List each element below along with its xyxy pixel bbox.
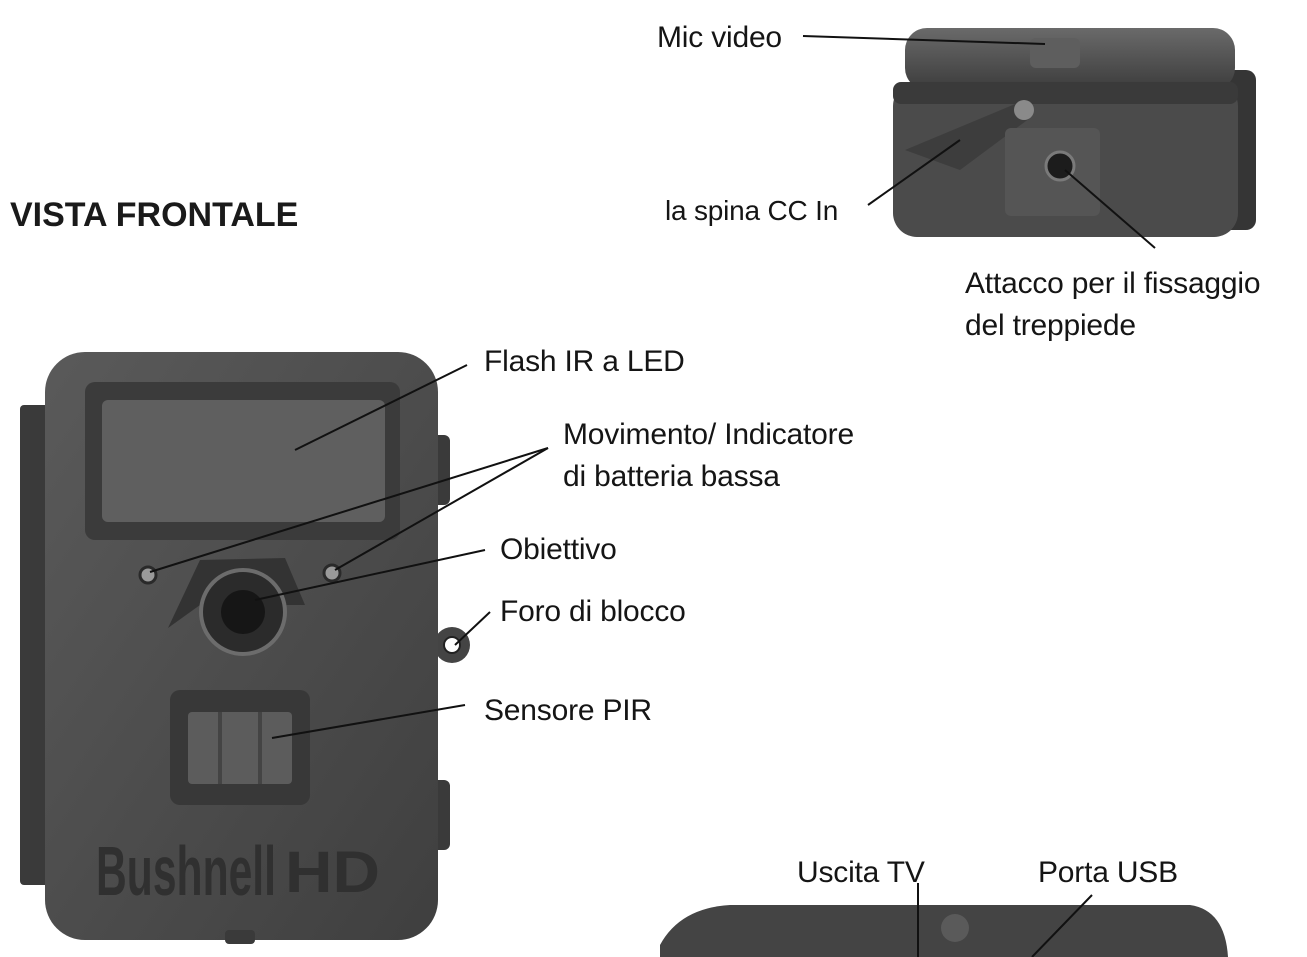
- leader-lens: [254, 549, 486, 601]
- camera-bottom-view: [660, 905, 1228, 957]
- led-indicator-left: [138, 565, 158, 585]
- mic-grille: [1030, 38, 1080, 68]
- bottom-foot: [225, 930, 255, 944]
- brand-logo: Bushnell: [96, 832, 276, 910]
- leader-dc-in: [867, 139, 961, 206]
- ir-flash-window: [102, 400, 385, 522]
- dc-in-screw: [1014, 100, 1034, 120]
- label-tv-out: Uscita TV: [797, 856, 925, 889]
- label-tripod-line1: Attacco per il fissaggio: [965, 267, 1261, 300]
- lock-hole: [443, 636, 461, 654]
- bottom-view-button: [941, 914, 969, 942]
- pir-lens: [188, 712, 292, 784]
- label-pir-sensor: Sensore PIR: [484, 694, 652, 727]
- leader-usb: [1031, 894, 1093, 957]
- label-tripod-line2: del treppiede: [965, 309, 1136, 342]
- label-ir-flash: Flash IR a LED: [484, 345, 685, 378]
- label-motion-line2: di batteria bassa: [563, 460, 780, 493]
- hd-badge: HD: [285, 840, 380, 905]
- leader-pir: [271, 704, 466, 739]
- label-motion-line1: Movimento/ Indicatore: [563, 418, 854, 451]
- dc-in-cover: [905, 102, 1030, 170]
- label-dc-in: la spina CC In: [665, 195, 839, 226]
- leader-mic-video: [802, 35, 1046, 45]
- leader-ir-flash: [294, 364, 468, 451]
- tripod-socket: [1044, 150, 1076, 182]
- lens-glass: [221, 590, 265, 634]
- leader-lock-hole: [454, 611, 491, 646]
- label-mic-video: Mic video: [657, 21, 782, 54]
- leader-motion-b: [334, 447, 549, 571]
- label-lock-hole: Foro di blocco: [500, 595, 686, 628]
- page-title: VISTA FRONTALE: [10, 196, 299, 234]
- camera-top-view: [893, 28, 1256, 237]
- leader-motion-a: [149, 447, 549, 573]
- label-lens: Obiettivo: [500, 533, 617, 566]
- leader-lines: [149, 35, 1156, 957]
- camera-front-view: Bushnell HD: [20, 352, 470, 944]
- label-usb-port: Porta USB: [1038, 856, 1178, 889]
- leader-tripod: [1064, 169, 1156, 249]
- top-view-rim: [893, 82, 1238, 104]
